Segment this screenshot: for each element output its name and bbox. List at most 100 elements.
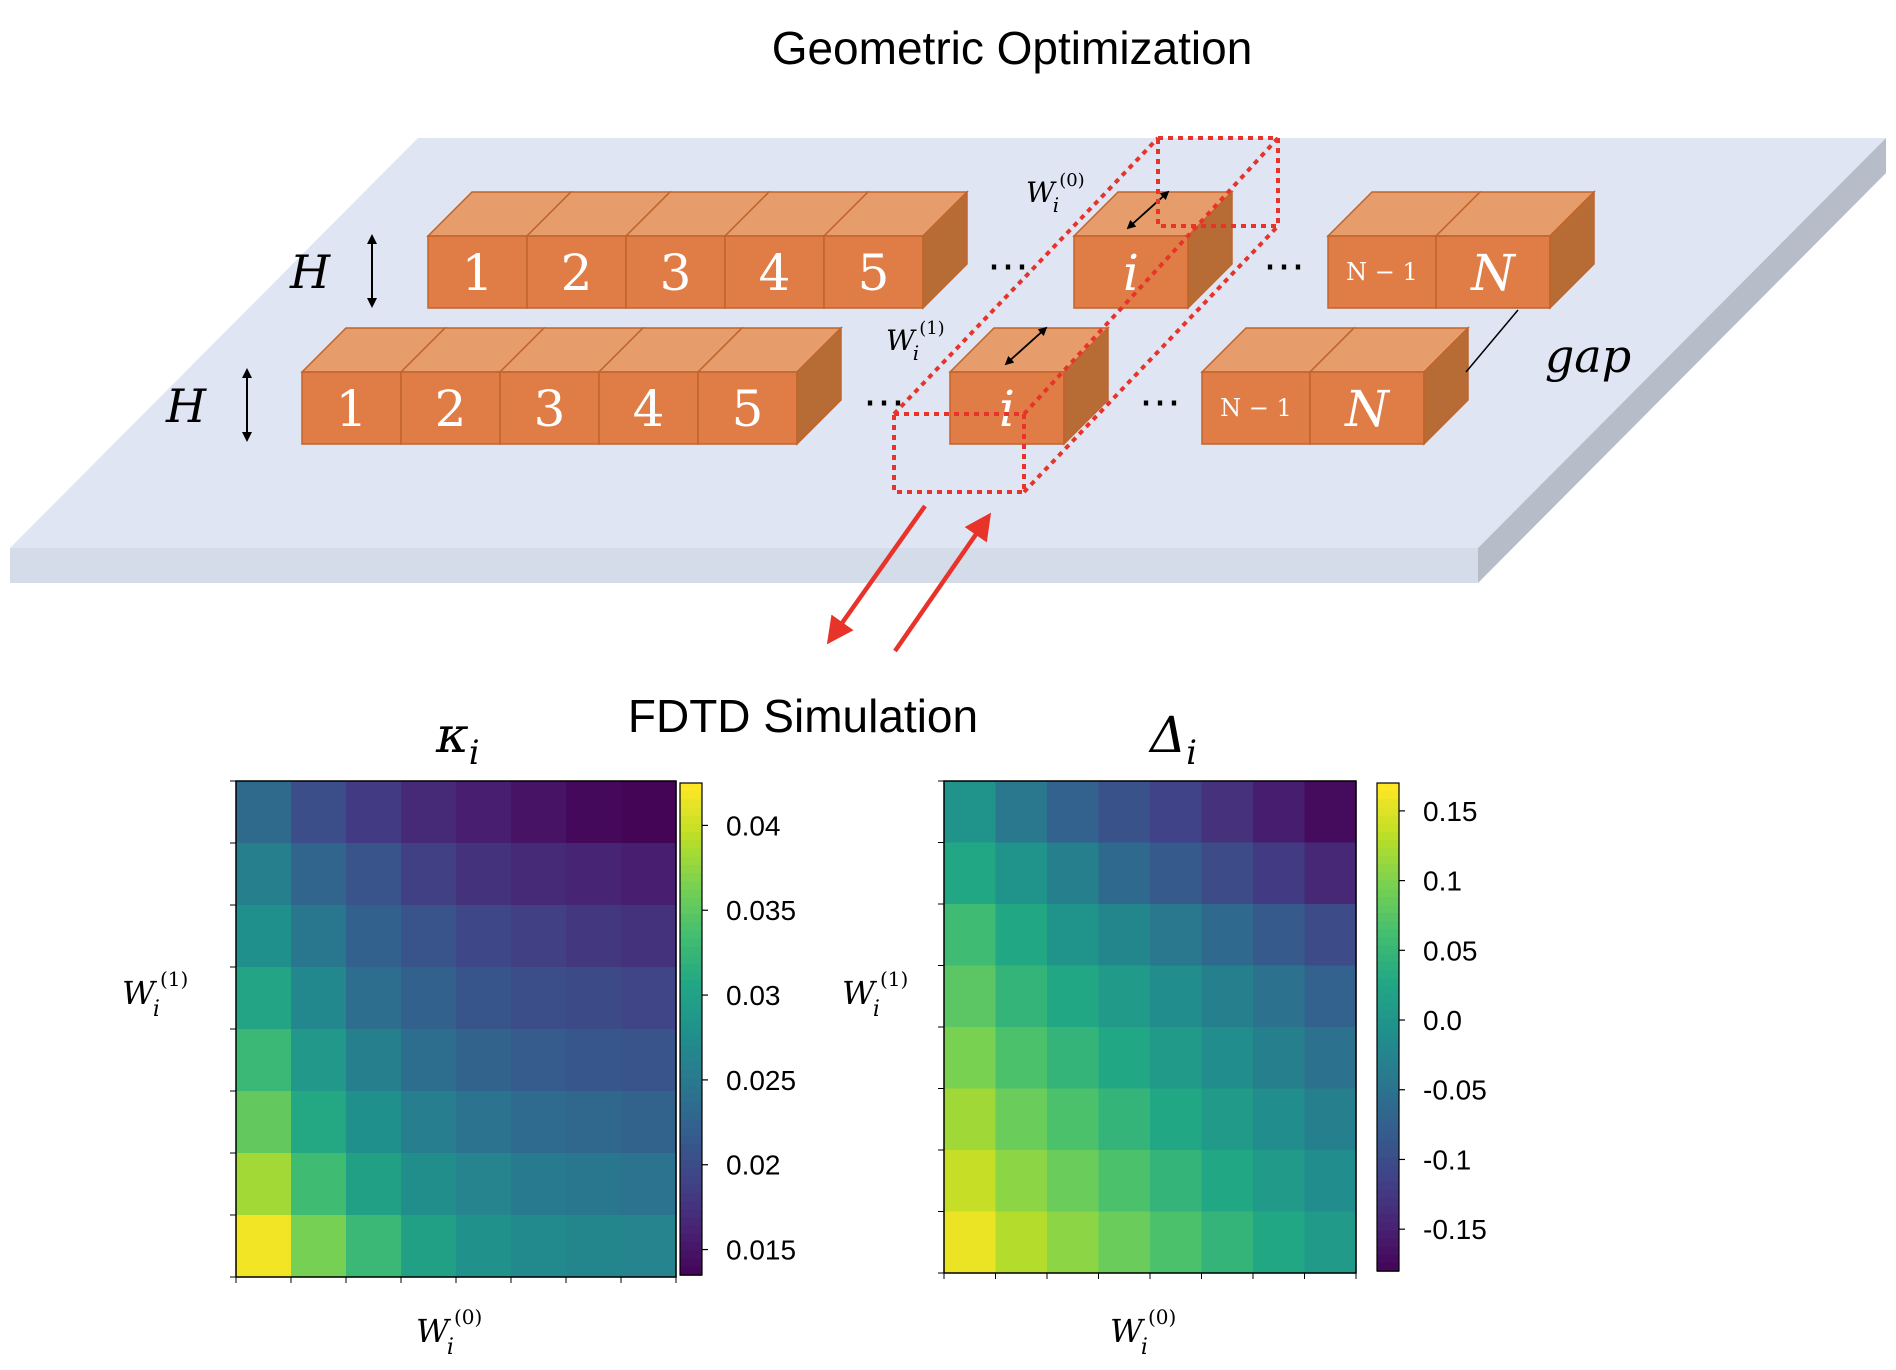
heatmap-1-colorbar-step-54 (680, 1225, 702, 1235)
heatmap-2-colorbar-step-4 (1377, 815, 1399, 825)
heatmap-1-cell-r7-c7 (621, 1215, 677, 1278)
row-back-segment-4: 4 (723, 191, 870, 309)
heatmap-1-xlabel-sub: i (447, 1335, 454, 1360)
row-back-segment-i-front-face (1073, 235, 1189, 309)
heatmap-2-cell-r7-c7 (1304, 1211, 1357, 1274)
heatmap-1-colorbar-step-30 (680, 1029, 702, 1038)
heatmap-1-cell-r3-c2 (346, 967, 402, 1030)
heatmap-2-cell-r6-c1 (995, 1150, 1048, 1213)
heatmap-1-colorbar-step-6 (680, 832, 702, 842)
heatmap-panels: 0.040.0350.030.0250.020.015κiWi(0)Wi(1)0… (122, 706, 1487, 1360)
heatmap-1-colorbar-step-2 (680, 799, 702, 809)
heatmap-2-colorbar-tick-label-2: 0.05 (1423, 935, 1478, 966)
heatmap-1-colorbar-step-55 (680, 1234, 702, 1243)
heatmap-2-cell-r5-c1 (995, 1088, 1048, 1151)
heatmap-2-cell-r2-c3 (1098, 904, 1151, 967)
heatmap-2-colorbar-step-26 (1377, 994, 1399, 1004)
heatmap-1-cell-r2-c7 (621, 905, 677, 968)
heatmap-2-cell-r5-c2 (1047, 1088, 1100, 1151)
heatmap-1-colorbar-step-22 (680, 963, 702, 973)
svg-text:Wi(1): Wi(1) (886, 318, 945, 365)
row-back-segment-3-label: 3 (660, 244, 692, 302)
heatmap-2-cell-r5-c3 (1098, 1088, 1151, 1151)
heatmap-1-cell-r6-c5 (511, 1153, 567, 1216)
heatmap-1-cell-r6-c7 (621, 1153, 677, 1216)
row-back-segment-n-minus-1-front-face (1327, 235, 1437, 309)
heatmap-2-colorbar-step-37 (1377, 1083, 1399, 1093)
feedback-arrows (826, 504, 992, 653)
heatmap-2-cell-r4-c3 (1098, 1027, 1151, 1090)
heatmap-1-cell-r4-c4 (456, 1029, 512, 1092)
heatmap-2-cell-r3-c7 (1304, 965, 1357, 1028)
heatmap-2-cell-r6-c5 (1201, 1150, 1254, 1213)
heatmap-1-cell-r3-c3 (401, 967, 457, 1030)
heatmap-1-colorbar-step-42 (680, 1127, 702, 1137)
heatmap-2-colorbar-tick-label-4: -0.05 (1423, 1075, 1487, 1106)
heatmap-1-colorbar-step-27 (680, 1004, 702, 1014)
row-back-segment-4-label: 4 (759, 244, 791, 302)
height-label-front: H (165, 379, 207, 433)
heatmap-2-cell-r0-c7 (1304, 781, 1357, 844)
heatmap-1-colorbar-step-31 (680, 1037, 702, 1047)
heatmap-1-cell-r0-c6 (566, 781, 622, 844)
heatmap-2-cell-r6-c6 (1253, 1150, 1306, 1213)
row-back-segment-n-minus-1-label: N − 1 (1346, 258, 1418, 286)
heatmap-1-cell-r5-c3 (401, 1091, 457, 1154)
row-back-segment-4-front-face (724, 235, 825, 309)
highlight-connector-1 (892, 136, 1160, 416)
row-front-segment-i-label: i (999, 380, 1015, 438)
heatmap-2-colorbar-tick-label-3: 0.0 (1423, 1005, 1462, 1036)
heatmap-2-cell-r0-c4 (1150, 781, 1203, 844)
heatmap-1-colorbar-step-4 (680, 815, 702, 825)
svg-text:Wi(0): Wi(0) (1026, 170, 1085, 217)
arrow-to-geometry (893, 512, 992, 653)
row-back-segment-1-label: 1 (462, 244, 494, 302)
heatmap-1-cell-r0-c5 (511, 781, 567, 844)
heatmap-1-colorbar-tick-label-2: 0.03 (726, 980, 781, 1011)
heatmap-1-colorbar-step-45 (680, 1152, 702, 1161)
heatmap-2-cell-r0-c1 (995, 781, 1048, 844)
heatmap-2-colorbar-step-15 (1377, 905, 1399, 914)
heatmap-1-cell-r0-c2 (346, 781, 402, 844)
heatmap-2-colorbar-step-56 (1377, 1238, 1399, 1248)
heatmap-2-colorbar-step-57 (1377, 1246, 1399, 1256)
heatmap-1-colorbar-tick-label-4: 0.02 (726, 1150, 781, 1181)
heatmap-1-xlabel: Wi(0) (416, 1305, 482, 1360)
heatmap-2-xlabel: Wi(0) (1110, 1305, 1176, 1360)
heatmap-1-cell-r7-c1 (291, 1215, 347, 1278)
row-front-segment-5: 5 (696, 327, 843, 445)
heatmap-2-cell-r6-c0 (944, 1150, 997, 1213)
row-front-segment-n: N (1308, 327, 1470, 445)
highlight-back-rect (1156, 136, 1280, 228)
heatmap-1-colorbar-tick-label-3: 0.025 (726, 1065, 796, 1096)
heatmap-2-cell-r1-c5 (1201, 842, 1254, 905)
row-front-segment-n-label: N (1344, 380, 1391, 438)
heatmap-1-cell-r2-c2 (346, 905, 402, 968)
heatmap-2-cell-r4-c6 (1253, 1027, 1306, 1090)
heatmap-1-colorbar-step-3 (680, 807, 702, 817)
row-front-segment-1-label: 1 (336, 380, 368, 438)
row-front-segment-group-side-face (796, 326, 842, 446)
heatmap-1-cell-r5-c2 (346, 1091, 402, 1154)
heatmap-1-cell-r5-c7 (621, 1091, 677, 1154)
bottom-title: FDTD Simulation (628, 690, 978, 742)
heatmap-1-colorbar-step-58 (680, 1258, 702, 1268)
row-front-segment-3: 3 (498, 327, 645, 445)
heatmap-2-cell-r5-c0 (944, 1088, 997, 1151)
heatmap-1-colorbar-step-50 (680, 1193, 702, 1202)
row-front-segment-i-side-face (1063, 326, 1109, 446)
heatmap-2-colorbar-step-35 (1377, 1067, 1399, 1077)
heatmap-2-colorbar-step-19 (1377, 937, 1399, 947)
row-front-segment-1-front-face (301, 371, 402, 445)
heatmap-1-colorbar-step-47 (680, 1168, 702, 1178)
heatmap-1-colorbar-step-33 (680, 1053, 702, 1063)
heatmap-2-cell-r4-c2 (1047, 1027, 1100, 1090)
row-back-segment-1-front-face (427, 235, 528, 309)
heatmap-1-cell-r2-c4 (456, 905, 512, 968)
row-front-segment-i: i (948, 327, 1110, 445)
width-arrow-back (1126, 190, 1170, 230)
heatmap-2-colorbar-step-53 (1377, 1214, 1399, 1223)
heatmap-1-xlabel-base: W (416, 1312, 452, 1350)
